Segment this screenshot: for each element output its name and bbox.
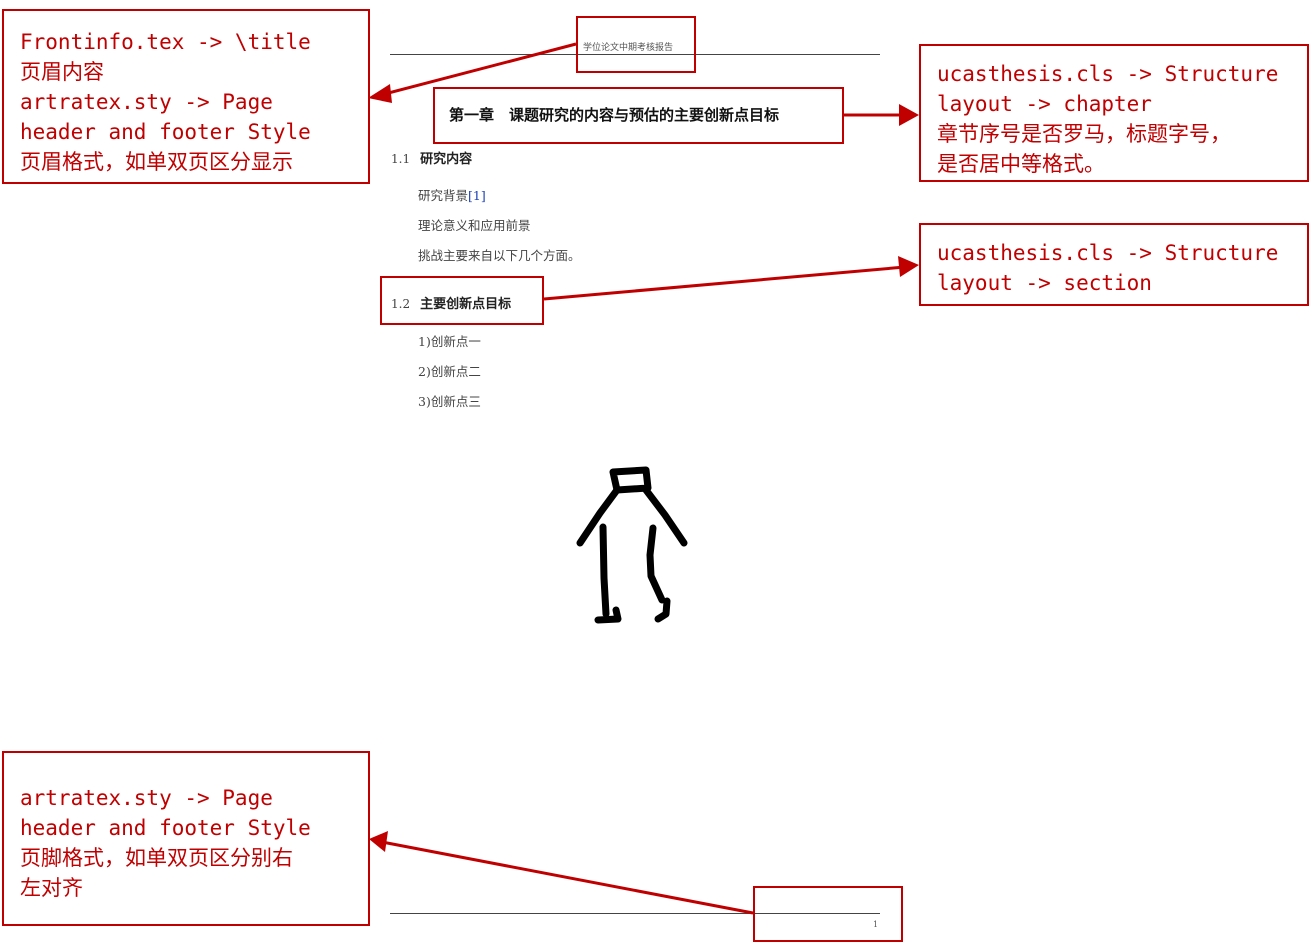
citation-link[interactable]: [1] — [468, 188, 486, 203]
footer-annotation: artratex.sty -> Page header and footer S… — [2, 751, 370, 926]
section-heading: 1.1 研究内容 — [391, 148, 472, 167]
section-highlight-box — [380, 276, 544, 325]
paragraph: 挑战主要来自以下几个方面。 — [418, 248, 581, 263]
page-number: 1 — [873, 920, 879, 929]
footer-highlight-box — [753, 886, 903, 942]
stick-figure-drawing — [576, 466, 688, 624]
list-item: 2)创新点二 — [418, 364, 481, 379]
section-heading: 1.2 主要创新点目标 — [391, 293, 511, 312]
chapter-highlight-box — [433, 87, 844, 144]
header-rule — [390, 54, 880, 55]
section-title: 主要创新点目标 — [420, 297, 512, 312]
list-item: 1)创新点一 — [418, 334, 481, 349]
chapter-title: 第一章 课题研究的内容与预估的主要创新点目标 — [449, 106, 780, 124]
arrow-section — [543, 256, 919, 301]
arrow-footer — [369, 831, 754, 915]
section-annotation: ucasthesis.cls -> Structure layout -> se… — [919, 223, 1309, 306]
header-highlight-box — [576, 16, 696, 73]
page-header-text: 学位论文中期考核报告 — [583, 43, 674, 53]
chapter-annotation: ucasthesis.cls -> Structure layout -> ch… — [919, 44, 1309, 182]
section-title: 研究内容 — [420, 152, 473, 167]
header-annotation: Frontinfo.tex -> \title 页眉内容 artratex.st… — [2, 9, 370, 184]
list-item: 3)创新点三 — [418, 394, 481, 409]
section-number: 1.1 — [391, 152, 411, 166]
paragraph: 研究背景[1] — [418, 185, 486, 204]
paragraph: 理论意义和应用前景 — [418, 218, 531, 233]
paragraph-text: 研究背景 — [418, 188, 469, 203]
arrow-chapter — [844, 104, 919, 126]
section-number: 1.2 — [391, 297, 411, 311]
